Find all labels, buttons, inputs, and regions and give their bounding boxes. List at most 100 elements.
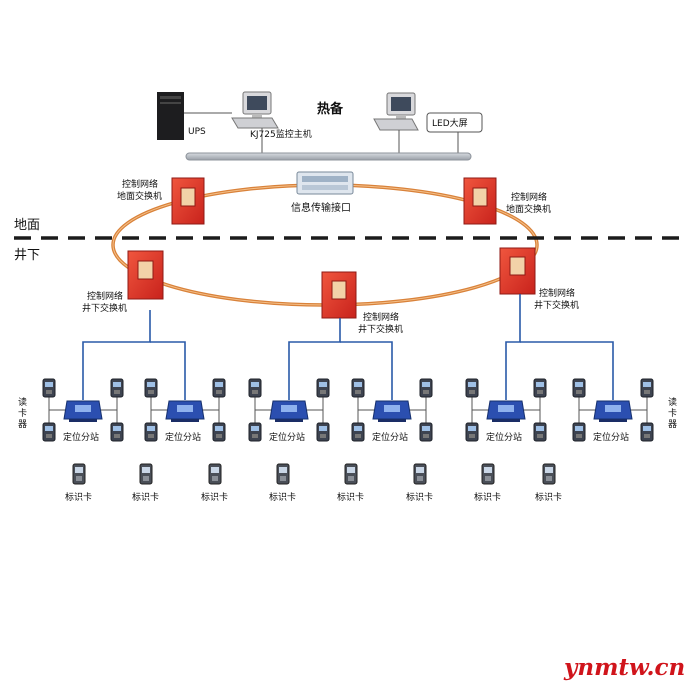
host-label: KJ725监控主机 — [250, 128, 312, 140]
card-reader-icon — [110, 378, 124, 398]
substation-label: 定位分站 — [165, 431, 201, 443]
positioning-substation-icon — [63, 400, 103, 422]
ug-switch-right-line1: 控制网络 — [539, 287, 575, 299]
substation-3: 定位分站 — [248, 378, 330, 443]
reader-label-left: 读 卡 器 — [18, 396, 27, 430]
id-card-6: 标识卡 — [406, 463, 433, 503]
ug-switch-left-line2: 井下交换机 — [82, 302, 127, 314]
id-card-label: 标识卡 — [65, 491, 92, 503]
card-reader-icon — [212, 378, 226, 398]
svg-text:读: 读 — [18, 396, 27, 408]
underground-label: 井下 — [14, 248, 40, 263]
led-screen: LED大屏 — [426, 112, 483, 133]
card-reader-icon — [144, 422, 158, 442]
card-reader-icon — [248, 378, 262, 398]
ug-switch-mid: 控制网络 井下交换机 — [321, 271, 403, 335]
positioning-substation-icon — [486, 400, 526, 422]
positioning-substation-icon — [165, 400, 205, 422]
ug-switch-mid-line2: 井下交换机 — [358, 323, 403, 335]
surface-switch-right-line1: 控制网络 — [511, 191, 547, 203]
id-card-label: 标识卡 — [269, 491, 296, 503]
positioning-substation-icon — [593, 400, 633, 422]
led-label: LED大屏 — [432, 117, 468, 129]
substation-label: 定位分站 — [486, 431, 522, 443]
card-reader-icon — [640, 422, 654, 442]
surface-switch-left-line1: 控制网络 — [122, 178, 158, 190]
svg-text:卡: 卡 — [18, 407, 27, 419]
card-reader-icon — [110, 422, 124, 442]
positioning-substation-icon — [269, 400, 309, 422]
card-reader-icon — [572, 378, 586, 398]
surface-switch-right-line2: 地面交换机 — [506, 203, 551, 215]
id-card-label: 标识卡 — [474, 491, 501, 503]
card-reader-icon — [212, 422, 226, 442]
card-reader-icon — [640, 378, 654, 398]
positioning-substation-icon — [372, 400, 412, 422]
reader-label-right: 读 卡 器 — [668, 396, 677, 430]
ups-icon — [157, 92, 184, 140]
surface-divider: 地面 井下 — [14, 218, 682, 263]
id-card-icon — [344, 463, 358, 485]
surface-switch-left-line2: 地面交换机 — [117, 190, 162, 202]
card-reader-icon — [533, 422, 547, 442]
substation-6: 定位分站 — [572, 378, 654, 443]
interface-device-icon — [296, 171, 354, 195]
id-card-icon — [139, 463, 153, 485]
substation-1: 定位分站 — [42, 378, 124, 443]
id-card-icon — [481, 463, 495, 485]
card-reader-icon — [316, 378, 330, 398]
surface-switch-left: 控制网络 地面交换机 — [117, 177, 205, 225]
positioning-substations: 定位分站定位分站定位分站定位分站定位分站定位分站 — [42, 378, 654, 443]
substation-5: 定位分站 — [465, 378, 547, 443]
card-reader-icon — [465, 422, 479, 442]
ug-switch-left: 控制网络 井下交换机 — [82, 250, 164, 314]
id-card-icon — [208, 463, 222, 485]
control-room: UPS KJ725监控主机 热备 LED大屏 — [157, 91, 483, 161]
svg-text:器: 器 — [668, 419, 677, 430]
standby-computer-icon — [373, 92, 419, 131]
substation-label: 定位分站 — [593, 431, 629, 443]
card-reader-icon — [316, 422, 330, 442]
card-reader-icon — [419, 378, 433, 398]
id-card-label: 标识卡 — [132, 491, 159, 503]
hot-standby-label: 热备 — [317, 101, 344, 117]
host-computer-icon — [231, 91, 279, 129]
svg-text:器: 器 — [18, 419, 27, 430]
card-reader-icon — [351, 378, 365, 398]
svg-text:读: 读 — [668, 396, 677, 408]
card-reader-icon — [533, 378, 547, 398]
card-reader-icon — [248, 422, 262, 442]
card-reader-icon — [351, 422, 365, 442]
ethernet-bus — [185, 152, 472, 161]
id-card-icon — [72, 463, 86, 485]
id-card-icon — [542, 463, 556, 485]
surface-label: 地面 — [14, 218, 40, 233]
card-reader-icon — [419, 422, 433, 442]
substation-label: 定位分站 — [372, 431, 408, 443]
card-reader-icon — [144, 378, 158, 398]
id-card-icon — [413, 463, 427, 485]
id-card-8: 标识卡 — [535, 463, 562, 503]
card-reader-icon — [42, 422, 56, 442]
card-reader-icon — [465, 378, 479, 398]
id-card-1: 标识卡 — [65, 463, 92, 503]
card-reader-icon — [572, 422, 586, 442]
watermark: ynmtw.cn — [563, 654, 685, 681]
ug-switch-mid-line1: 控制网络 — [363, 311, 399, 323]
substation-2: 定位分站 — [144, 378, 226, 443]
ug-switch-right: 控制网络 井下交换机 — [499, 247, 579, 311]
info-interface-label: 信息传输接口 — [291, 201, 351, 214]
surface-switch-right: 控制网络 地面交换机 — [463, 177, 551, 225]
substation-label: 定位分站 — [269, 431, 305, 443]
id-card-4: 标识卡 — [269, 463, 296, 503]
ups-label: UPS — [188, 127, 206, 137]
ug-switch-right-line2: 井下交换机 — [534, 299, 579, 311]
id-card-3: 标识卡 — [201, 463, 228, 503]
id-card-icon — [276, 463, 290, 485]
id-card-label: 标识卡 — [337, 491, 364, 503]
id-card-5: 标识卡 — [337, 463, 364, 503]
info-interface: 信息传输接口 — [291, 171, 354, 214]
svg-text:卡: 卡 — [668, 407, 677, 419]
